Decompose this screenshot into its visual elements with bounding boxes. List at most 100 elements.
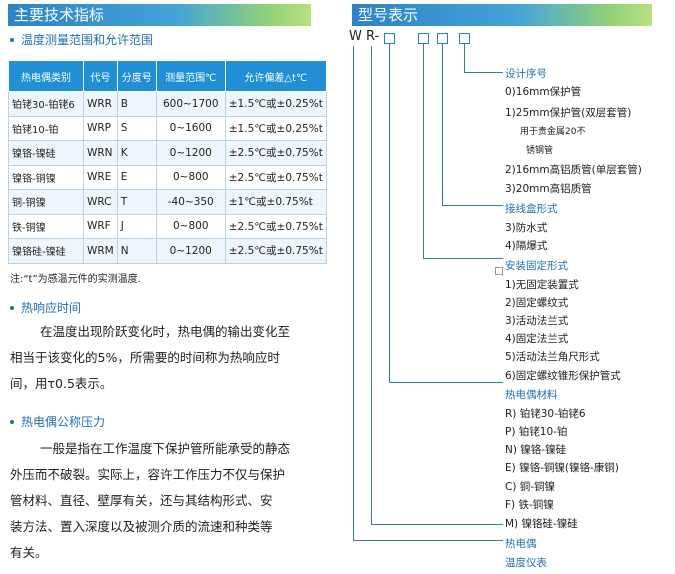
connector-line <box>353 46 354 540</box>
section-temperature-range: 温度测量范围和允许范围 <box>10 31 153 48</box>
design-note: 锈钢管 <box>526 146 554 156</box>
connector-line <box>442 205 503 206</box>
design-note: 用于贵金属20不 <box>520 127 586 137</box>
left-banner: 主要技术指标 <box>8 4 311 26</box>
col-header: 热电偶类别 <box>8 60 84 92</box>
model-prefix: W R- <box>349 29 380 44</box>
cell: S <box>116 115 157 141</box>
design-option: 0)16mm保护管 <box>505 86 582 98</box>
section-title: 热响应时间 <box>21 301 82 315</box>
cell: 0~1200 <box>155 238 226 264</box>
mount-option: 2)固定螺纹式 <box>505 297 569 309</box>
cell: WRF <box>83 213 118 239</box>
design-option: 3)20mm高铝质管 <box>505 183 592 195</box>
paragraph-line: 间，用τ0.5表示。 <box>10 376 113 391</box>
cell: ±2.5℃或±0.75%t <box>224 164 327 190</box>
cell: ±2.5℃或±0.75%t <box>224 238 327 264</box>
material-option: C) 铜-铜镍 <box>505 481 556 493</box>
cell: WRP <box>83 115 118 141</box>
col-header: 允许偏差△t℃ <box>224 60 327 92</box>
mount-option: 5)活动法兰角尺形式 <box>505 351 600 363</box>
design-option: 2)16mm高铝质管(单层套管) <box>505 164 642 176</box>
material-label: 热电偶材料 <box>505 389 558 401</box>
material-option: P) 铂铑10-铂 <box>505 426 568 438</box>
junction-label: 接线盒形式 <box>505 203 558 215</box>
material-option: R) 铂铑30-铂铑6 <box>505 408 586 420</box>
pressure-paragraph: 一般是指在工作温度下保护管所能承受的静态 外压而不破裂。实际上，容许工作压力不仅… <box>10 436 300 566</box>
cell: 镍铬-镍硅 <box>8 140 84 166</box>
col-header: 测量范围℃ <box>155 60 226 92</box>
slot-box-mount <box>418 33 429 44</box>
connector-line <box>371 46 372 524</box>
material-option: F) 铁-铜镍 <box>505 499 554 511</box>
bullet-icon <box>10 305 14 310</box>
cell: 0~800 <box>155 164 226 190</box>
slot-box-design <box>459 33 470 44</box>
material-option: N) 镍铬-镍硅 <box>505 444 567 456</box>
mount-option: 1)无固定装置式 <box>505 279 579 291</box>
cell: WRE <box>83 164 118 190</box>
paragraph-line: 有关。 <box>10 545 48 560</box>
paragraph-line: 管材料、直径、壁厚有关，还与其结构形式、安 <box>10 493 273 508</box>
cell: 0~1600 <box>155 115 226 141</box>
design-option: 1)25mm保护管(双层套管) <box>505 107 632 119</box>
mount-option: 6)固定螺纹锥形保护管式 <box>505 370 621 382</box>
response-time-paragraph: 在温度出现阶跃变化时，热电偶的输出变化至 相当于该变化的5%，所需要的时间称为热… <box>10 319 300 397</box>
bullet-icon <box>10 419 14 424</box>
paragraph-line: 外压而不破裂。实际上，容许工作压力不仅与保护 <box>10 467 286 482</box>
col-header: 代号 <box>83 60 118 92</box>
cell: 镍铬-铜镍 <box>8 164 84 190</box>
paragraph-line: 一般是指在工作温度下保护管所能承受的静态 <box>40 441 291 456</box>
cell: WRN <box>83 140 118 166</box>
section-response-time: 热响应时间 <box>10 299 81 316</box>
junction-option: 3)防水式 <box>505 222 548 234</box>
mount-option: 4)固定法兰式 <box>505 333 569 345</box>
connector-line <box>423 258 503 259</box>
cell: T <box>116 189 157 215</box>
connector-line <box>464 44 465 72</box>
paragraph-line: 在温度出现阶跃变化时，热电偶的输出变化至 <box>40 324 291 339</box>
material-option: M) 镍铬硅-镍硅 <box>505 518 578 530</box>
cell: 0~1200 <box>155 140 226 166</box>
col-header: 分度号 <box>116 60 157 92</box>
cell: E <box>116 164 157 190</box>
cell: ±2.5℃或±0.75%t <box>224 140 327 166</box>
cell: 0~800 <box>155 213 226 239</box>
cell: 600~1700 <box>155 91 226 117</box>
cell: B <box>116 91 157 117</box>
cell: 铂铑10-铂 <box>8 115 84 141</box>
section-title: 热电偶公称压力 <box>21 415 106 429</box>
cell: K <box>116 140 157 166</box>
cell: WRR <box>83 91 118 117</box>
table-header-row: 热电偶类别 代号 分度号 测量范围℃ 允许偏差△t℃ <box>8 60 327 92</box>
cell: WRM <box>83 238 118 264</box>
connector-line <box>464 72 503 73</box>
mount-option: 3)活动法兰式 <box>505 315 569 327</box>
cell: 铂铑30-铂铑6 <box>8 91 84 117</box>
junction-option: 4)隔爆式 <box>505 240 548 252</box>
cell: ±1.5℃或±0.25%t <box>224 91 327 117</box>
paragraph-line: 装方法、置入深度以及被测介质的流速和种类等 <box>10 519 273 534</box>
section-nominal-pressure: 热电偶公称压力 <box>10 413 105 430</box>
cell: ±2.5℃或±0.75%t <box>224 213 327 239</box>
marker-icon <box>495 267 503 275</box>
cell: WRC <box>83 189 118 215</box>
cell: 镍铬硅-镍硅 <box>8 238 84 264</box>
mount-label: 安装固定形式 <box>505 260 568 272</box>
cell: -40~350 <box>155 189 226 215</box>
instrument-label: 温度仪表 <box>505 557 547 569</box>
cell: ±1.5℃或±0.25%t <box>224 115 327 141</box>
bullet-icon <box>10 37 14 42</box>
cell: 铁-铜镍 <box>8 213 84 239</box>
right-banner: 型号表示 <box>352 4 652 26</box>
paragraph-line: 相当于该变化的5%，所需要的时间称为热响应时 <box>10 350 280 365</box>
design-label: 设计序号 <box>505 68 547 80</box>
connector-line <box>389 382 503 383</box>
